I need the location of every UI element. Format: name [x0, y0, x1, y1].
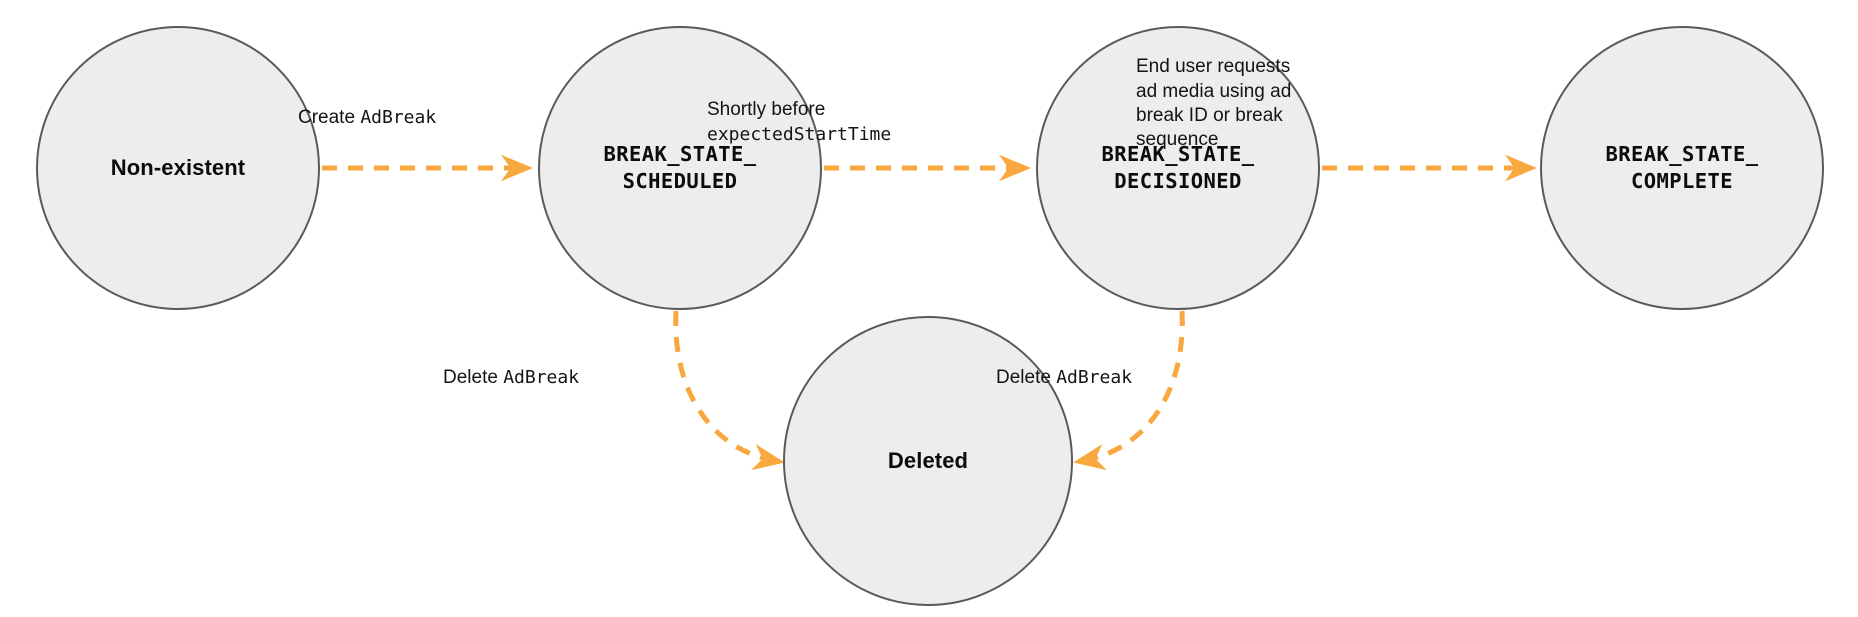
edge-label-text: Delete	[996, 367, 1057, 389]
state-node-label: Non-existent	[110, 155, 246, 181]
state-node-label: Deleted	[887, 448, 969, 474]
state-node-label: BREAK_STATE_ COMPLETE	[1605, 141, 1759, 193]
state-node-break-state-scheduled[interactable]: BREAK_STATE_ SCHEDULED	[538, 26, 822, 310]
edge-label-text: End user requests ad media using ad brea…	[1136, 56, 1292, 151]
state-node-non-existent[interactable]: Non-existent	[36, 26, 320, 310]
state-node-break-state-decisioned[interactable]: BREAK_STATE_ DECISIONED	[1036, 26, 1320, 310]
edge-label-code: AdBreak	[503, 367, 580, 389]
edge-label-code: AdBreak	[360, 107, 437, 129]
state-node-deleted[interactable]: Deleted	[783, 316, 1073, 606]
edge-label-shortly-before: Shortly before expectedStartTime	[707, 74, 891, 147]
edge-label-delete-adbreak-decisioned: Delete AdBreak	[996, 342, 1132, 391]
edge-delete-adbreak-scheduled	[673, 310, 785, 471]
edge-label-text: Shortly before	[707, 99, 826, 121]
edge-label-text: Delete	[443, 367, 504, 389]
state-node-label: BREAK_STATE_ SCHEDULED	[603, 141, 757, 193]
edge-label-delete-adbreak-scheduled: Delete AdBreak	[443, 342, 579, 391]
edge-label-create-adbreak: Create AdBreak	[298, 82, 436, 131]
state-node-break-state-complete[interactable]: BREAK_STATE_ COMPLETE	[1540, 26, 1824, 310]
state-node-label: BREAK_STATE_ DECISIONED	[1101, 141, 1255, 193]
edge-label-code: expectedStartTime	[707, 123, 892, 145]
edge-label-end-user-requests: End user requests ad media using ad brea…	[1136, 31, 1291, 153]
edge-label-text: Create	[298, 107, 361, 129]
edge-label-code: AdBreak	[1056, 367, 1133, 389]
